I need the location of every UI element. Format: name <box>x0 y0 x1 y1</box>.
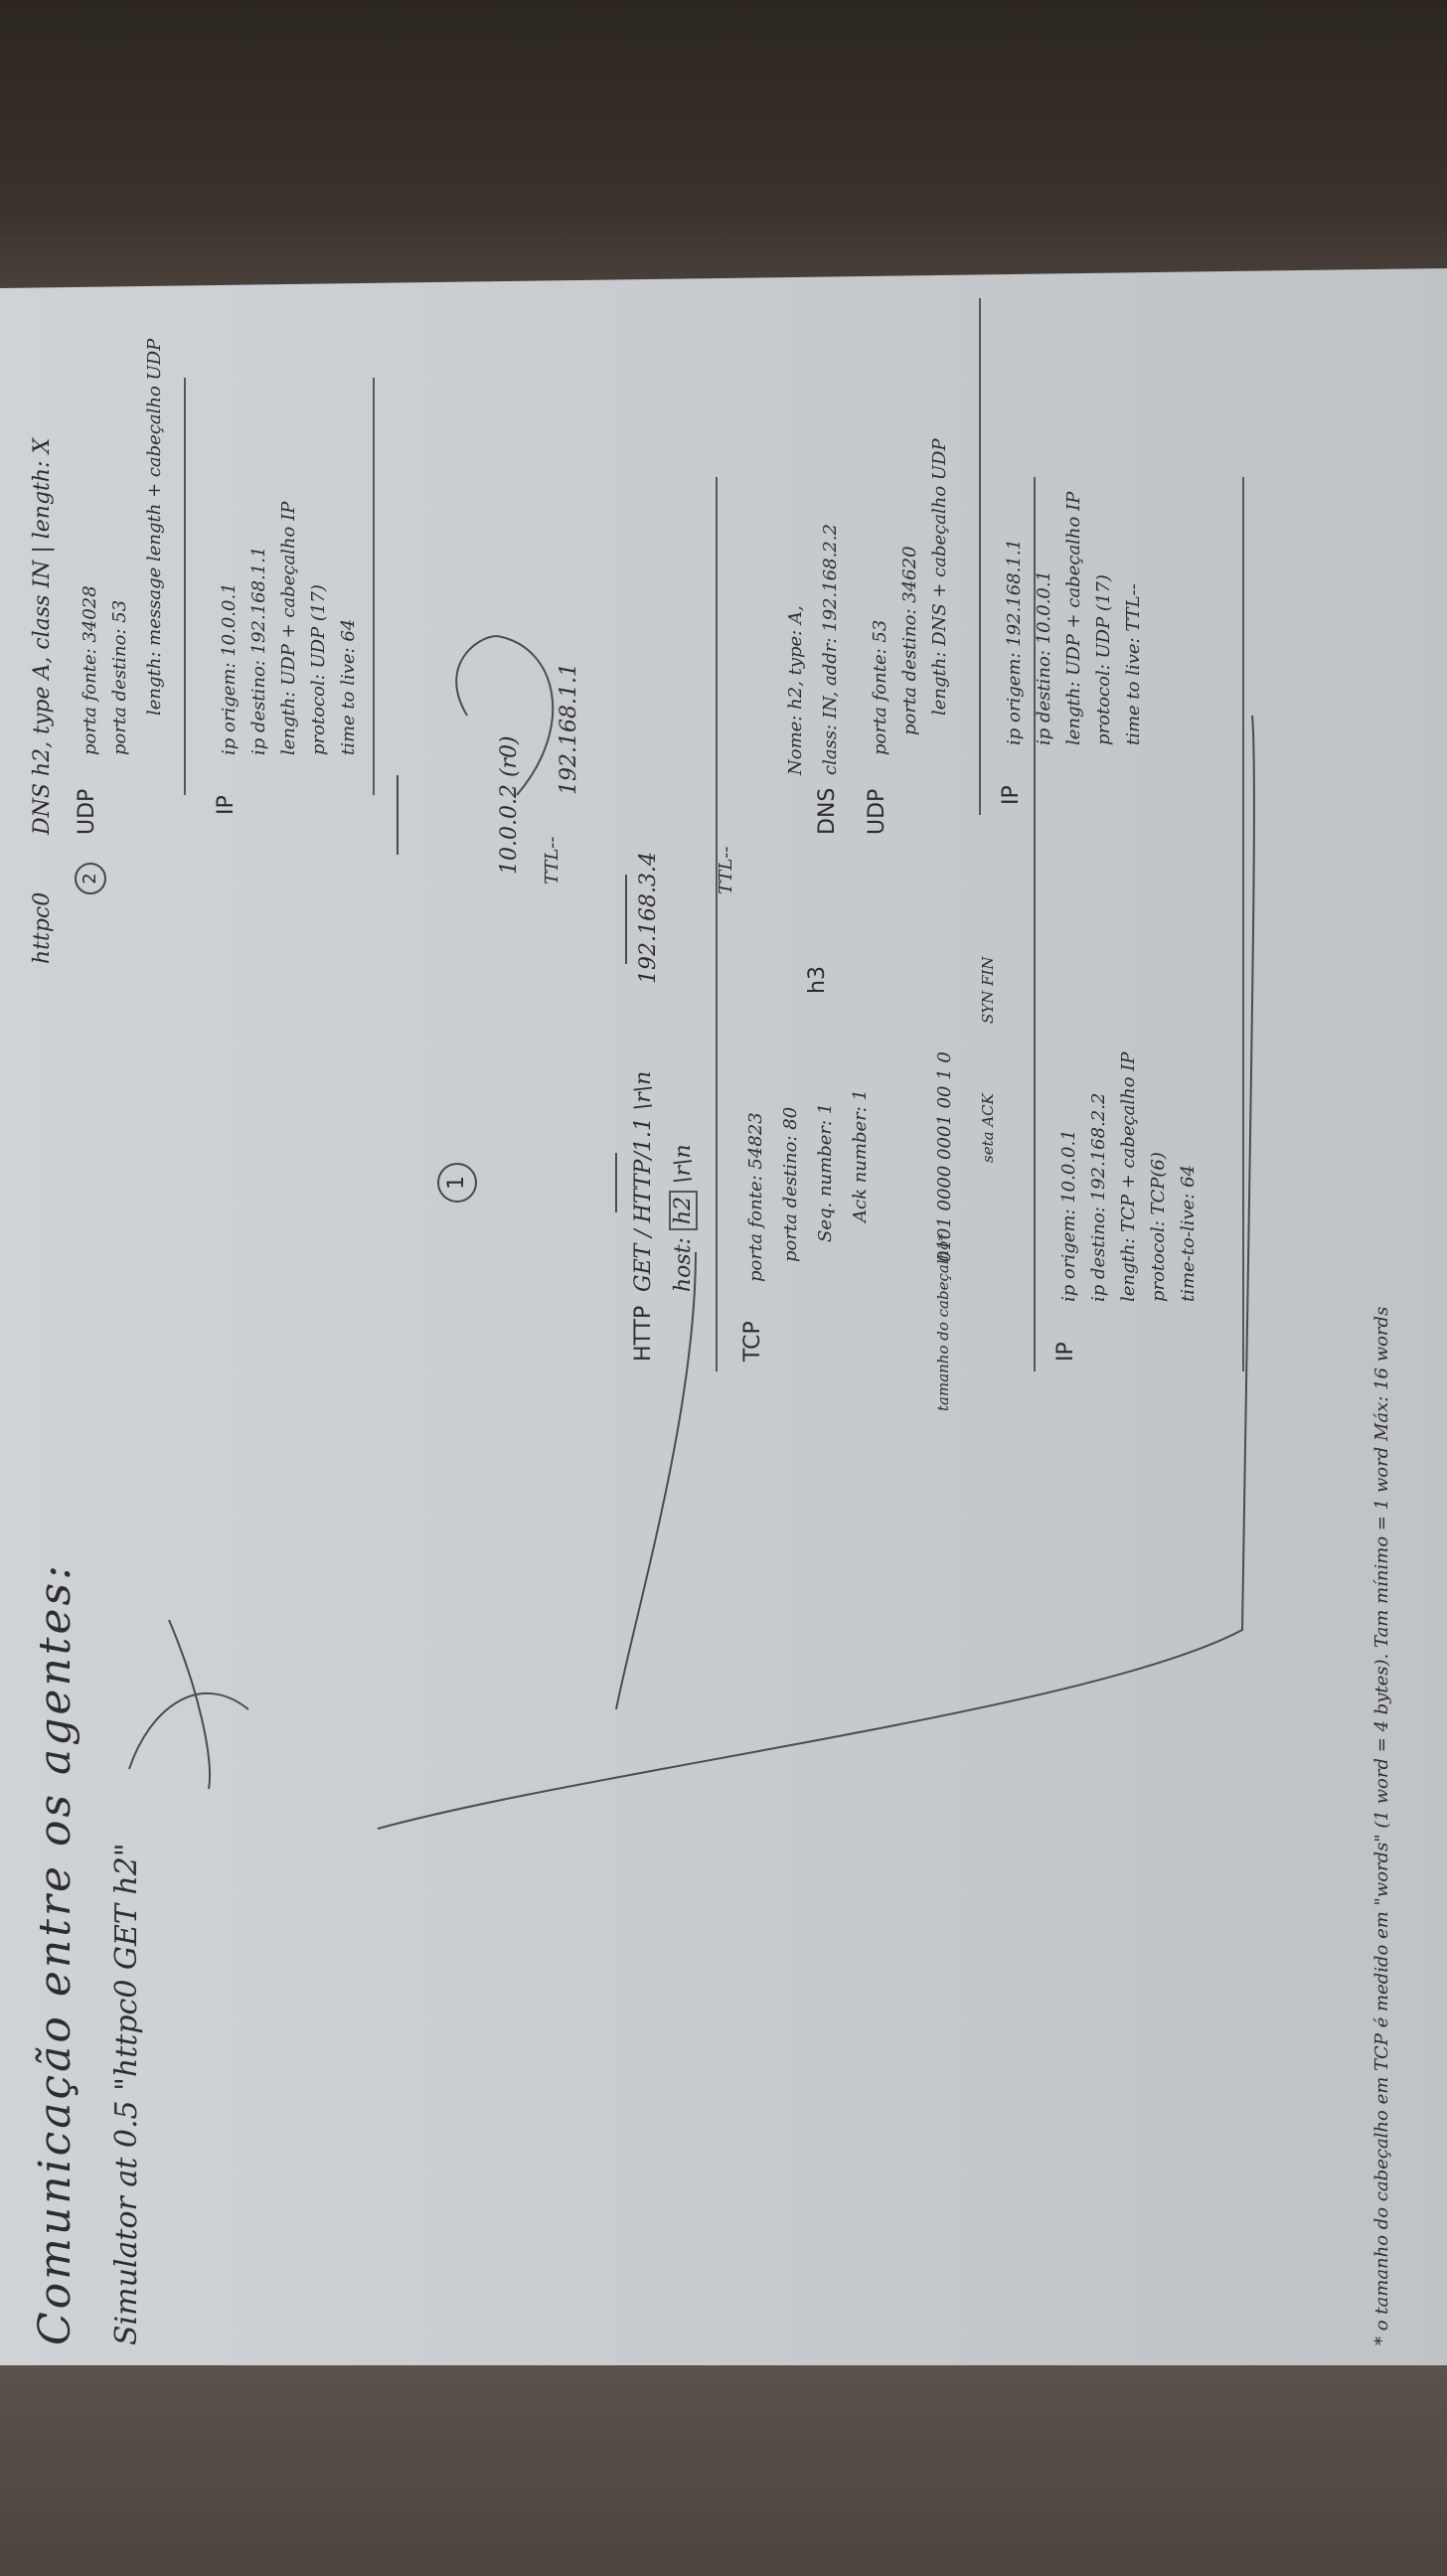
ip-reply-line-4: time to live: TTL-- <box>1123 583 1144 745</box>
route-ttl-2: TTL-- <box>716 846 736 894</box>
tcp-ip-label: IP <box>1053 1342 1078 1362</box>
tcp-ip-line-3: protocol: TCP(6) <box>1148 1152 1169 1302</box>
tcp-set-ack: seta ACK <box>979 1093 997 1163</box>
tcp-label: TCP <box>740 1321 765 1362</box>
udp-reply-line-0: porta fonte: 53 <box>870 619 890 755</box>
background-wall <box>0 0 1447 298</box>
arrow-http-to-dns <box>168 1619 211 1790</box>
step-1-badge: 1 <box>437 1163 477 1203</box>
paper-sheet <box>0 268 1447 2405</box>
http-host-suffix: \r\n <box>671 1144 696 1184</box>
ip-request-line-1: ip destino: 192.168.1.1 <box>248 546 269 755</box>
http-host-line: host: h2 \r\n <box>669 1144 698 1292</box>
ip-request-label: IP <box>214 795 239 815</box>
divider-udp-request <box>184 378 186 795</box>
tcp-ip-line-4: time-to-live: 64 <box>1178 1165 1199 1302</box>
udp-reply-label: UDP <box>865 788 889 835</box>
notes-page: Comunicação entre os agentes: Simulator … <box>0 268 1447 2405</box>
route-h3: h3 <box>805 966 830 994</box>
dns-reply-line-1: class: IN, addr: 192.168.2.2 <box>820 524 841 775</box>
udp-request-line-1: porta destino: 53 <box>109 599 130 755</box>
dns-request-line: DNS h2, type A, class IN | length: X <box>30 437 55 835</box>
ip-request-line-2: length: UDP + cabeçalho IP <box>278 501 299 755</box>
tcp-line-1: porta destino: 80 <box>780 1106 801 1262</box>
tcp-ip-line-2: length: TCP + cabeçalho IP <box>1118 1051 1139 1302</box>
udp-reply-line-1: porta destino: 34620 <box>899 546 920 735</box>
tcp-flag-names: SYN FIN <box>979 956 997 1024</box>
footnote: * o tamanho do cabeçalho em TCP é medido… <box>1371 1306 1392 2345</box>
ip-request-line-4: time to live: 64 <box>338 618 359 755</box>
divider-http <box>716 477 718 1371</box>
ip-reply-label: IP <box>999 785 1024 805</box>
http-get-line: GET / HTTP/1.1 \r\n <box>631 1070 656 1292</box>
udp-request-line-0: porta fonte: 34028 <box>80 585 100 755</box>
httpc-label: httpc0 <box>30 891 55 964</box>
udp-reply-line-2: length: DNS + cabeçalho UDP <box>929 438 950 716</box>
divider-ip-request <box>373 378 375 795</box>
arrow-route-loop <box>455 634 555 796</box>
page-title: Comunicação entre os agentes: <box>30 1562 80 2345</box>
ip-reply-line-2: length: UDP + cabeçalho IP <box>1063 491 1084 745</box>
tcp-line-3: Ack number: 1 <box>850 1089 871 1222</box>
tcp-ip-line-0: ip origem: 10.0.0.1 <box>1058 1129 1079 1302</box>
route-router-2: 192.168.3.4 <box>636 852 661 984</box>
step-2-badge: 2 <box>75 863 106 894</box>
ip-request-line-3: protocol: UDP (17) <box>308 584 329 755</box>
line-tcp-down <box>615 1251 697 1710</box>
tcp-line-0: porta fonte: 54823 <box>745 1112 766 1282</box>
udp-request-label: UDP <box>75 788 99 835</box>
http-label: HTTP <box>631 1305 656 1362</box>
desk-surface <box>0 2365 1447 2576</box>
ip-request-line-0: ip origem: 10.0.0.1 <box>219 582 240 755</box>
tcp-ip-line-1: ip destino: 192.168.2.2 <box>1088 1092 1109 1302</box>
tcp-flags-bits: 0101 0000 0001 00 1 0 <box>934 1051 955 1262</box>
tcp-line-2: Seq. number: 1 <box>815 1102 836 1242</box>
dns-reply-label: DNS <box>815 787 840 835</box>
ip-reply-line-3: protocol: UDP (17) <box>1093 574 1114 745</box>
ip-reply-line-0: ip origem: 192.168.1.1 <box>1004 538 1025 745</box>
route-r0: 10.0.0.2 (r0) <box>497 735 522 875</box>
route-ttl-1: TTL-- <box>542 836 563 885</box>
ip-reply-line-1: ip destino: 10.0.0.1 <box>1034 569 1054 745</box>
connector-lines <box>128 634 1255 1830</box>
arrow-reply-to-http <box>377 715 1255 1830</box>
simulator-line: Simulator at 0.5 "httpc0 GET h2" <box>109 1843 144 2345</box>
http-host-value: h2 <box>669 1190 698 1231</box>
divider-udp-reply <box>979 298 981 815</box>
http-host-prefix: host: <box>671 1237 696 1292</box>
divider-tcp-ip <box>1242 477 1244 1371</box>
dns-reply-line-0: Nome: h2, type: A, <box>785 605 806 775</box>
arrow-dns-back <box>128 1691 249 1770</box>
route-router-1: 192.168.1.1 <box>557 663 581 795</box>
udp-request-line-2: length: message length + cabeçalho UDP <box>144 338 165 716</box>
